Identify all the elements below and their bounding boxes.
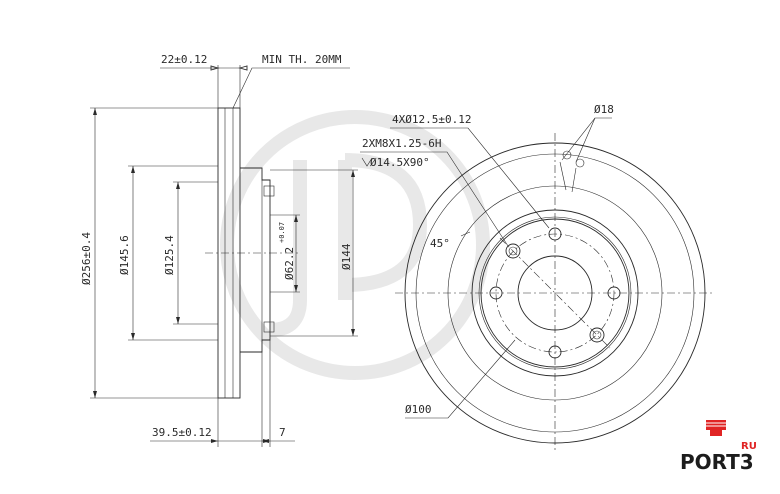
center-bore-label: Ø62.2 [283,247,296,280]
hub-width-label: 22±0.12 [161,53,207,66]
pcd-label: Ø100 [405,403,432,416]
outer-diameter-label: Ø256±0.4 [80,232,93,285]
min-thickness-label: MIN TH. 20MM [262,53,342,66]
brand-suffix: RU [741,441,757,452]
countersink-label: Ø14.5X90° [370,156,430,169]
port3-logo: PORT3 RU [680,420,757,474]
diameter-125-label: Ø125.4 [163,235,176,275]
brand-text: PORT3 [680,450,754,474]
total-height-label: 39.5±0.12 [152,426,212,439]
diameter-145-label: Ø145.6 [118,235,131,275]
angle-label: 45° [430,237,450,250]
watermark [220,110,490,380]
bolt-holes-label: 4XØ12.5±0.12 [392,113,471,126]
diameter-144-label: Ø144 [340,243,353,270]
vent-holes-label: Ø18 [594,103,614,116]
screw-holes-label: 2XM8X1.25-6H [362,137,441,150]
front-view: 4XØ12.5±0.12 2XM8X1.25-6H Ø14.5X90° Ø18 … [360,103,715,453]
center-bore-tolerance: +0.07 [278,222,286,243]
hat-thickness-label: 7 [279,426,286,439]
side-view: 22±0.12 MIN TH. 20MM Ø256±0.4 Ø145.6 Ø12… [80,53,358,447]
